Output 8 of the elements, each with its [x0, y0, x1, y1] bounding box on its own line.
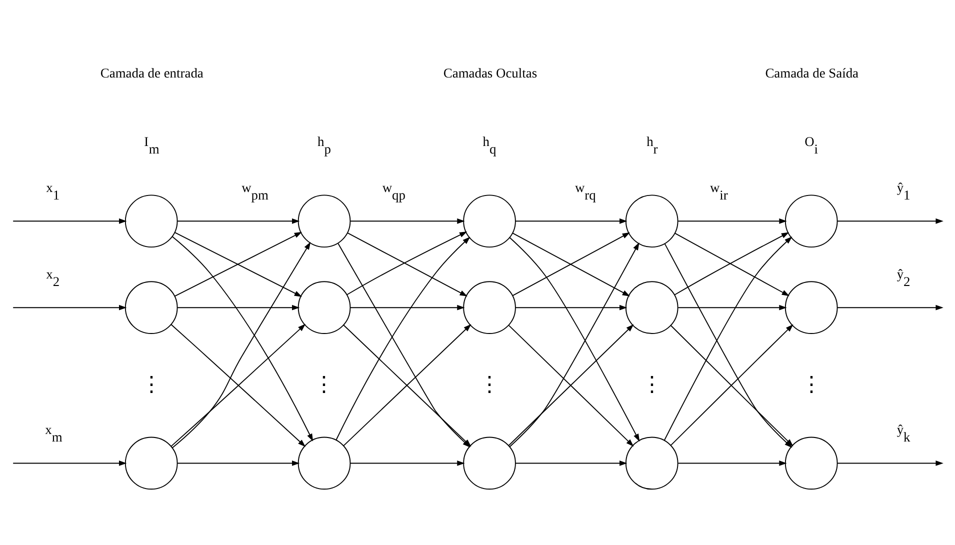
label: ⋮ — [800, 370, 822, 396]
label: ⋮ — [140, 370, 162, 396]
label: Camada de entrada — [100, 65, 204, 80]
label: Camadas Ocultas — [443, 65, 538, 80]
label: ⋮ — [478, 370, 500, 396]
label: Camada de Saída — [765, 65, 859, 80]
label: ⋮ — [641, 370, 662, 396]
label: ⋮ — [314, 370, 335, 396]
